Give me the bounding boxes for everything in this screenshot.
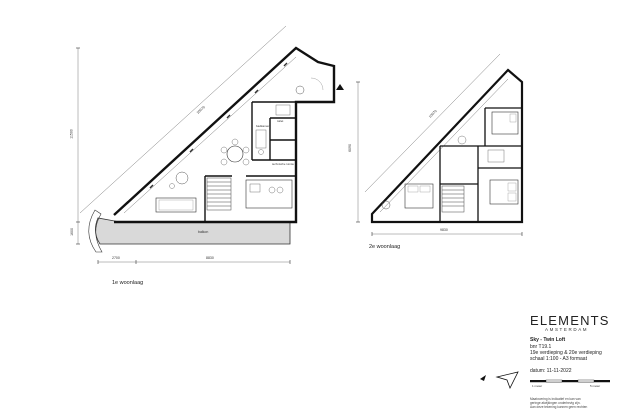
scale-bar: [530, 379, 610, 383]
floor2-exterior-wall: [370, 68, 524, 224]
brand-subtitle: AMSTERDAM: [545, 327, 589, 332]
floor1-caption: 1e woonlaag: [112, 280, 144, 286]
floor1-dim-bottom-left: 2700: [112, 256, 120, 260]
disclaimer: Maatvoering is indicatief en kan van ger…: [530, 397, 588, 409]
drawing-scale: schaal 1:100 - A3 formaat: [530, 356, 587, 362]
floor1-room-techniek: technische ruimte: [272, 162, 294, 166]
floor1-balcony: [95, 217, 291, 245]
scale-end-label: 5 meter: [590, 384, 601, 388]
disclaimer-line-3: Aan deze tekening kunnen geen rechten: [530, 404, 588, 409]
disclaimer-line-1: Maatvoering is indicatief en kan van: [530, 397, 581, 401]
floor1-dim-left-lower: 1600: [69, 228, 74, 236]
floor2-plan: [356, 53, 524, 236]
floor1-room-balcony: balkon: [198, 230, 209, 234]
floor1-dim-bottom-right: 8830: [206, 256, 214, 260]
floor1-plan: [76, 25, 344, 264]
floor1-room-bath: badkamer: [256, 124, 270, 128]
drawing-date: datum: 11-11-2022: [530, 368, 572, 374]
floor2-caption: 2e woonlaag: [369, 244, 401, 250]
floor2-dim-bottom: 9830: [440, 228, 448, 232]
floor1-exterior-wall: [113, 46, 336, 224]
floor1-dim-left: 11500: [69, 129, 74, 139]
floor1-room-toilet: toilet: [277, 119, 284, 123]
disclaimer-line-2: geringe afwijkingen onderhevig zijn.: [530, 400, 581, 405]
floor-levels: 19e verdieping & 20e verdieping: [530, 350, 602, 356]
floor2-dim-left: 6090: [347, 144, 352, 152]
north-arrow-icon: [480, 371, 519, 389]
building-number: bnr T19.1: [530, 344, 552, 350]
scale-start-label: 1 meter: [532, 384, 543, 388]
project-name: Sky - Twin Loft: [530, 337, 566, 343]
brand-logo: ELEMENTS: [530, 313, 610, 328]
